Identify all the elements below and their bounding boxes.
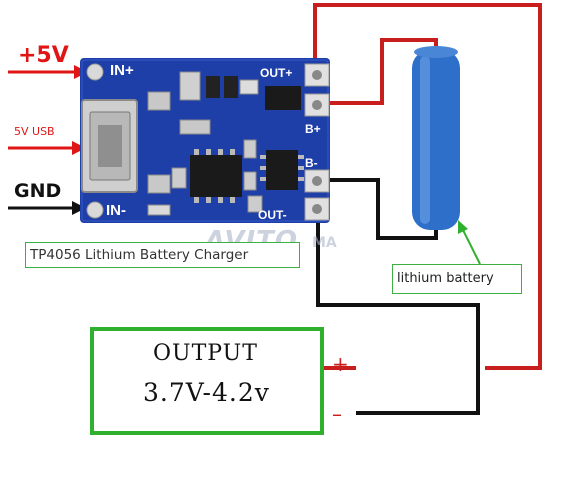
tp4056-board bbox=[80, 58, 330, 223]
battery-label-box bbox=[392, 264, 522, 294]
usb-5v-label: 5V USB bbox=[14, 125, 55, 138]
out-minus-label: OUT- bbox=[258, 208, 287, 222]
output-title: OUTPUT bbox=[153, 341, 258, 366]
in-minus-label: IN- bbox=[106, 202, 126, 219]
plus-5v-label: +5V bbox=[18, 43, 69, 68]
battery-cell bbox=[412, 46, 460, 230]
board-caption: TP4056 Lithium Battery Charger bbox=[30, 247, 249, 263]
out-plus-label: OUT+ bbox=[260, 66, 293, 80]
b-plus-label: B+ bbox=[305, 122, 321, 136]
black-wire bbox=[316, 178, 480, 415]
caption-box bbox=[25, 242, 300, 268]
b-minus-label: B- bbox=[305, 156, 318, 170]
watermark-suffix: MA bbox=[312, 235, 337, 251]
output-minus-sign: – bbox=[332, 402, 342, 426]
output-voltage-range: 3.7V-4.2v bbox=[143, 378, 270, 407]
battery-arrow bbox=[458, 220, 481, 265]
output-plus-sign: + bbox=[332, 352, 349, 376]
gnd-label: GND bbox=[14, 180, 62, 202]
in-plus-label: IN+ bbox=[110, 62, 134, 79]
output-box bbox=[90, 327, 324, 435]
battery-label: lithium battery bbox=[397, 271, 494, 286]
